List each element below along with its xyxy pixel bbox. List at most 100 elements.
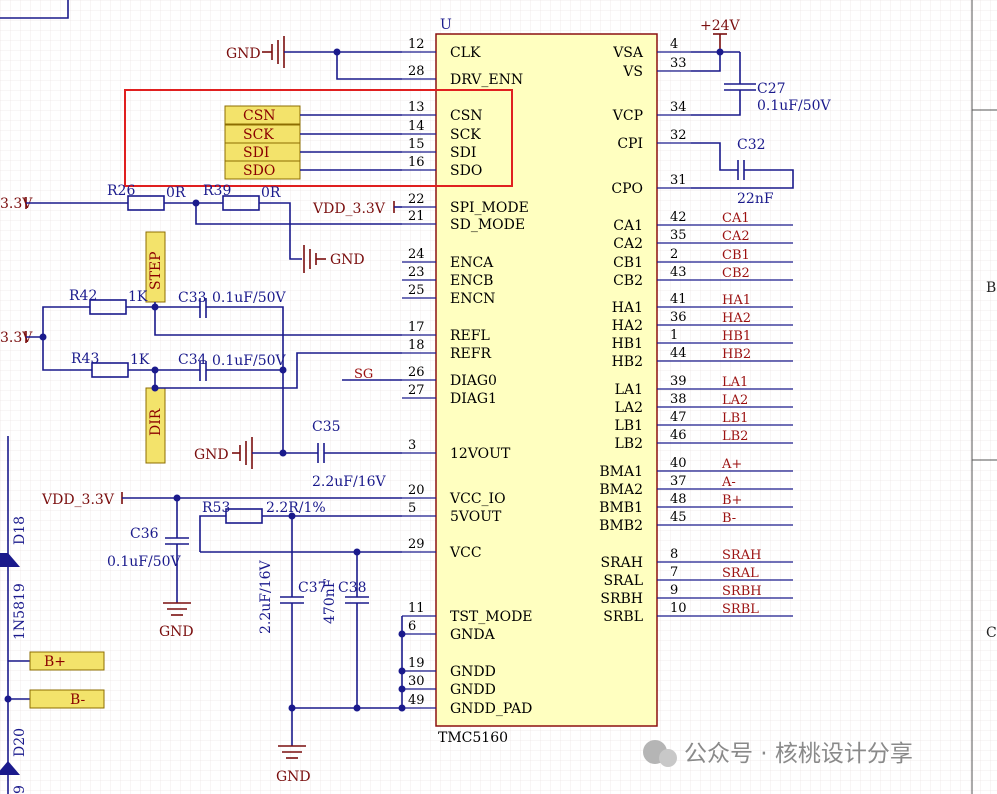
c35-ref: C35 <box>312 419 341 435</box>
pin-name: CB2 <box>613 273 643 289</box>
gnd-label-c35: GND <box>194 447 229 463</box>
pin-name: LB2 <box>615 436 644 452</box>
pin-number: 14 <box>408 119 425 134</box>
net-label: SRAH <box>722 548 761 563</box>
gnd-top: GND <box>226 36 285 68</box>
c35-value: 2.2uF/16V <box>312 474 387 490</box>
c37-ref: C37 <box>298 580 327 596</box>
c34-ref: C34 <box>178 352 207 368</box>
pin-name: VSA <box>612 45 644 61</box>
spi-port-sdi: SDI <box>224 142 402 162</box>
pin-number: 33 <box>670 56 687 71</box>
pin-name: BMA1 <box>599 464 643 480</box>
r26-ref: R26 <box>107 183 135 199</box>
r42-value: 1K <box>128 289 148 305</box>
gnd-bottom: GND <box>276 745 311 785</box>
step-port-label: STEP <box>148 251 164 290</box>
net-label: B+ <box>722 493 742 508</box>
pin-number: 48 <box>670 492 687 507</box>
net-label: HA2 <box>722 311 751 326</box>
pin-name: TST_MODE <box>450 609 533 625</box>
pin-number: 28 <box>408 64 425 79</box>
c27-value: 0.1uF/50V <box>757 98 832 114</box>
pin-number: 2 <box>670 247 678 262</box>
net-label: HB1 <box>722 329 751 344</box>
pin-number: 37 <box>670 474 687 489</box>
r43-ref: R43 <box>71 351 99 367</box>
pin-number: 8 <box>670 547 678 562</box>
pin-name: CA2 <box>613 236 643 252</box>
spi-port-csn: CSN <box>224 105 402 125</box>
pin-name: 5VOUT <box>450 509 502 525</box>
pin-number: 29 <box>408 537 425 552</box>
pin-number: 22 <box>408 192 425 207</box>
bplus-port <box>29 651 105 671</box>
pin-number: 40 <box>670 456 687 471</box>
c38-ref: C38 <box>338 580 367 596</box>
pin-number: 26 <box>408 365 425 380</box>
pin-name: CLK <box>450 45 481 61</box>
bminus-port-label: B- <box>70 692 86 708</box>
spi-port-label: CSN <box>243 108 276 124</box>
gnd-label-c36: GND <box>159 624 194 640</box>
pin-name: VCP <box>612 108 643 124</box>
net-label: CB2 <box>722 266 750 281</box>
watermark: 公众号 · 核桃设计分享 <box>643 740 913 767</box>
net-label: B- <box>722 511 736 526</box>
net-label: LB1 <box>722 411 748 426</box>
r39-ref: R39 <box>203 183 231 199</box>
d20-ref: D20 <box>12 728 28 757</box>
pin-number: 30 <box>408 674 425 689</box>
c33-ref: C33 <box>178 290 207 306</box>
pin-number: 44 <box>670 346 687 361</box>
pin-number: 18 <box>408 338 425 353</box>
pin-name: ENCN <box>450 291 495 307</box>
pin-number: 43 <box>670 265 687 280</box>
net-label: LA1 <box>722 375 748 390</box>
pin-number: 36 <box>670 310 687 325</box>
r43-value: 1K <box>130 352 150 368</box>
pin-name: CA1 <box>613 218 643 234</box>
pin-number: 41 <box>670 292 687 307</box>
pin-number: 34 <box>670 100 687 115</box>
watermark-text: 公众号 · 核桃设计分享 <box>684 741 913 767</box>
pin-number: 15 <box>408 137 425 152</box>
net-label: SRAL <box>722 566 759 581</box>
pin-name: LA1 <box>615 382 643 398</box>
pin-number: 12 <box>408 37 425 52</box>
ic-left-pins: 12CLK28DRV_ENN13CSN14SCK15SDI16SDO22SPI_… <box>402 37 533 717</box>
r53-value: 2.2R/1% <box>266 500 326 516</box>
pin-name: REFL <box>450 328 490 344</box>
pin-number: 46 <box>670 428 687 443</box>
pin-name: DRV_ENN <box>450 72 523 88</box>
vdd-label-spi-mode: VDD_3.3V <box>312 201 386 217</box>
pin-name: HA1 <box>612 300 643 316</box>
c37-value: 2.2uF/16V <box>258 559 274 634</box>
bminus-port <box>29 689 105 709</box>
c33 <box>199 298 284 453</box>
pin-name: SPI_MODE <box>450 200 529 216</box>
pin-number: 4 <box>670 37 678 52</box>
v33-label-1: 3.3V <box>0 196 33 212</box>
